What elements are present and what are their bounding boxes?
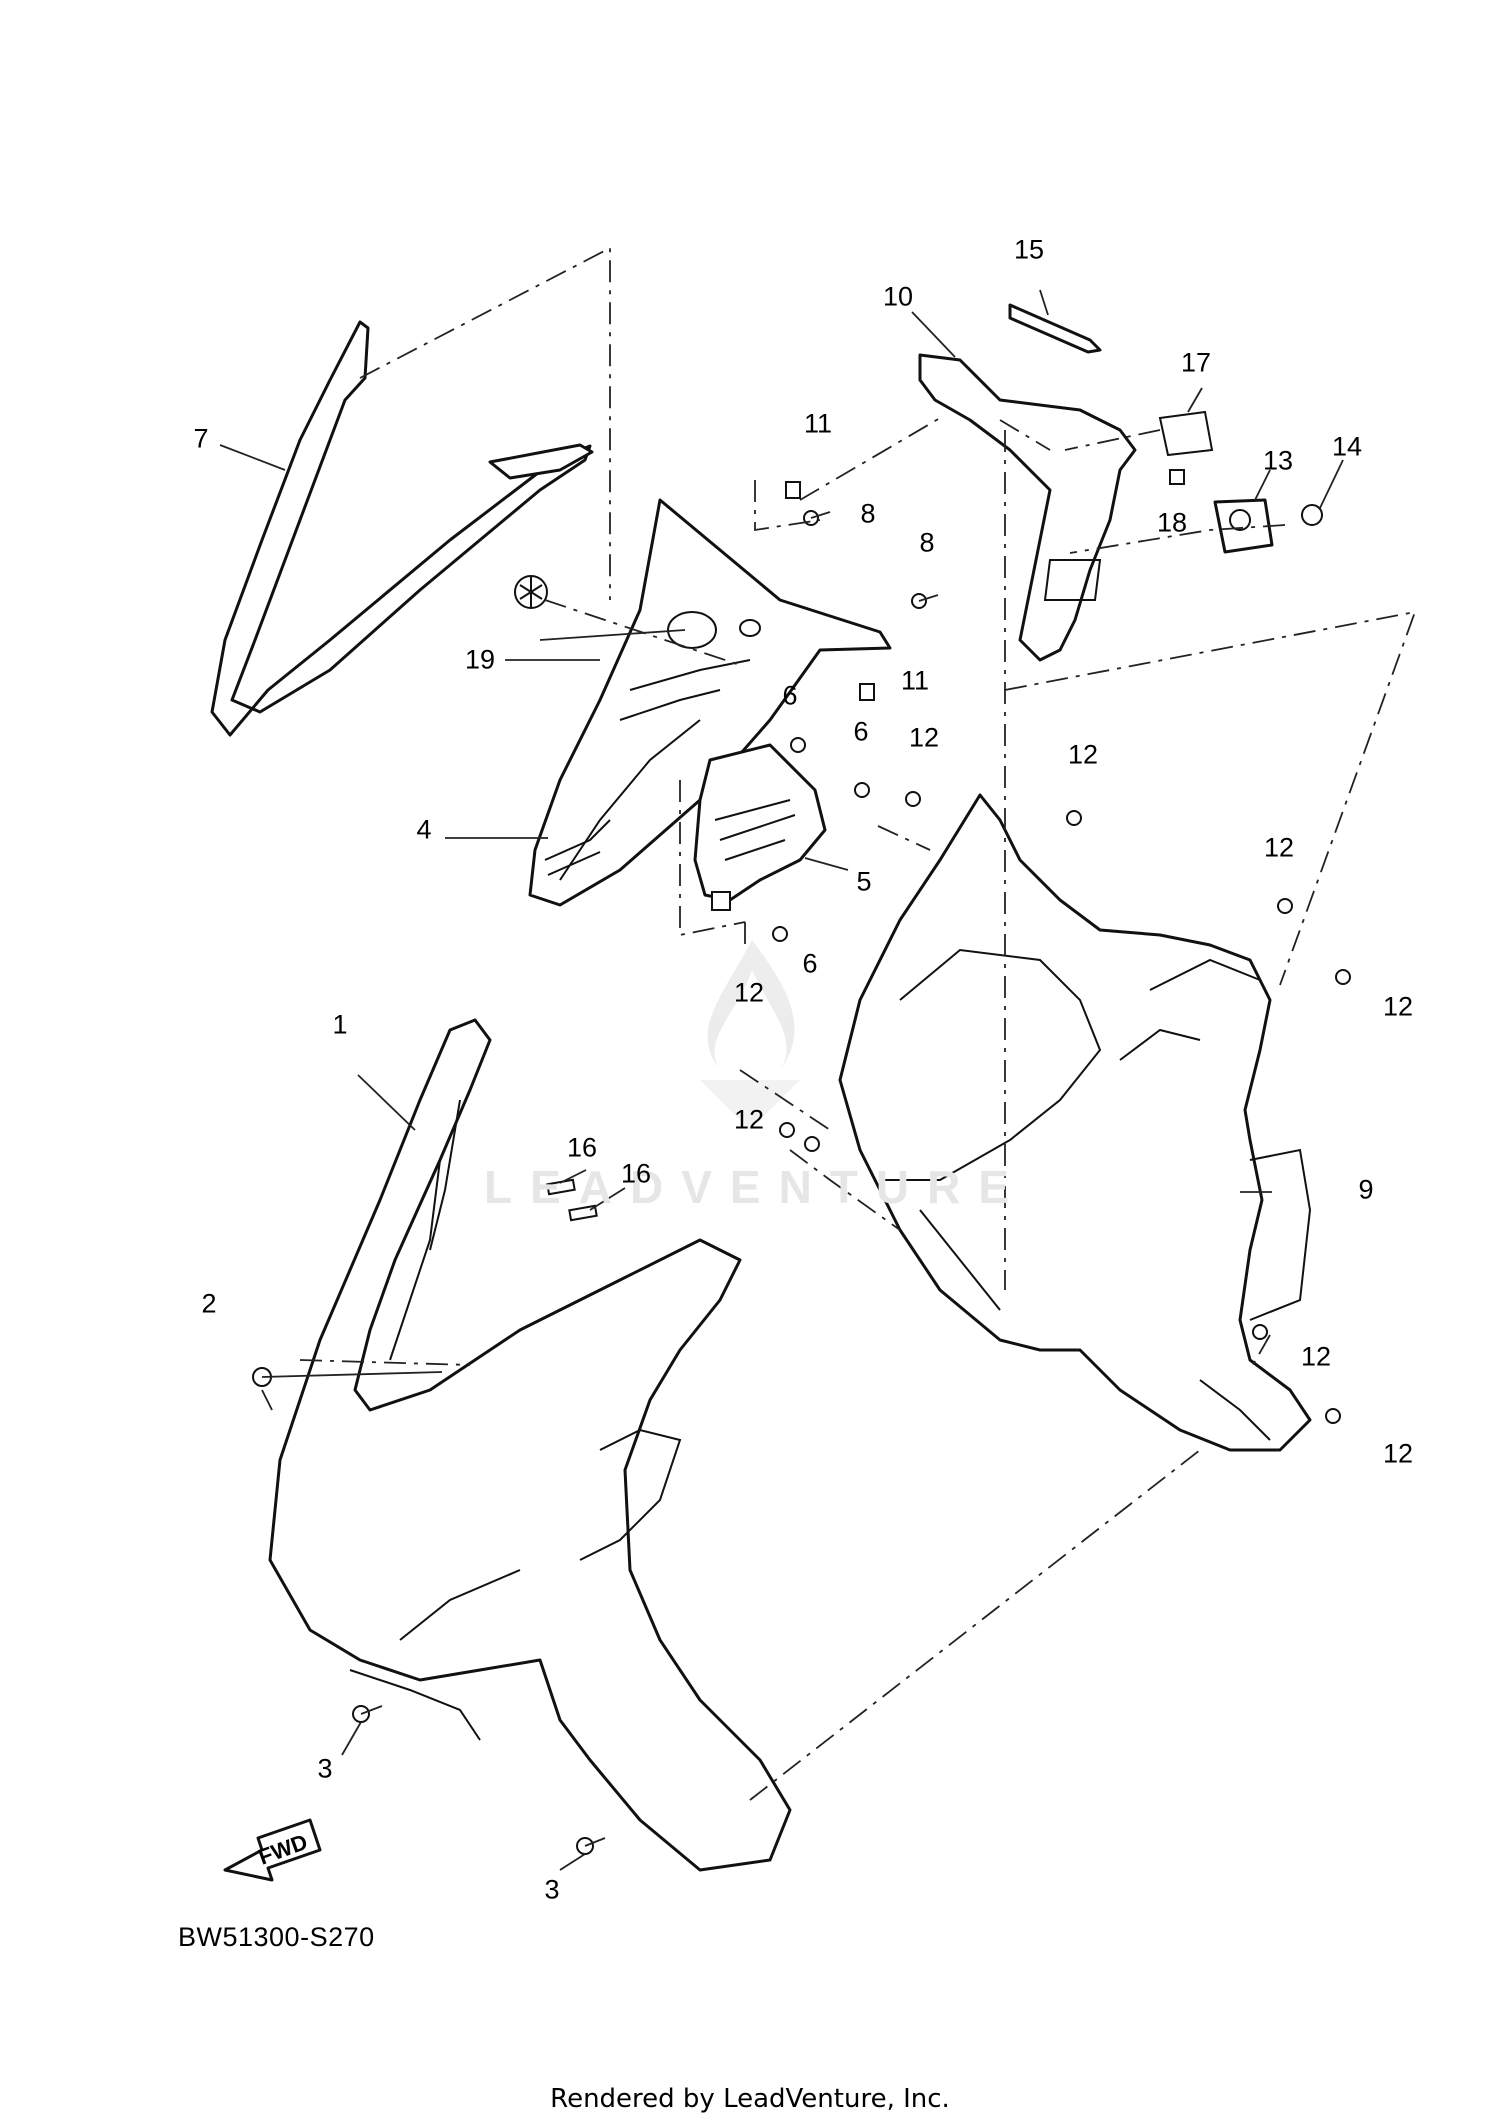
part-1-front-cover	[268, 1018, 792, 1872]
callout-10: 10	[882, 281, 914, 312]
callout-16a: 16	[566, 1132, 598, 1163]
part-7-side-trim	[210, 320, 594, 737]
callout-6c: 6	[802, 948, 818, 979]
callout-5: 5	[856, 866, 872, 897]
callout-13: 13	[1262, 445, 1294, 476]
callout-15: 15	[1013, 234, 1045, 265]
leader-lines	[219, 289, 1344, 1871]
callout-12h: 12	[1382, 1438, 1414, 1469]
callout-12a: 12	[908, 722, 940, 753]
part-13-switch	[1213, 498, 1323, 554]
callout-11b: 11	[900, 665, 930, 696]
callout-9: 9	[1358, 1174, 1374, 1205]
callout-6b: 6	[853, 716, 869, 747]
callout-8a: 8	[860, 498, 876, 529]
callout-12d: 12	[1382, 991, 1414, 1022]
render-credit: Rendered by LeadVenture, Inc.	[550, 2084, 950, 2114]
part-4-front-panel	[528, 498, 892, 907]
callout-4: 4	[416, 814, 432, 845]
callout-11a: 11	[803, 408, 833, 439]
callout-3b: 3	[544, 1874, 560, 1905]
callout-12g: 12	[1300, 1341, 1332, 1372]
part-9-leg-shield	[838, 793, 1312, 1452]
callout-3a: 3	[317, 1753, 333, 1784]
callout-1: 1	[332, 1009, 348, 1040]
callout-14: 14	[1331, 431, 1363, 462]
callout-12e: 12	[733, 977, 765, 1008]
fwd-arrow: FWD	[223, 1818, 322, 1882]
callout-2: 2	[201, 1288, 217, 1319]
callout-19: 19	[464, 644, 496, 675]
callout-18: 18	[1156, 507, 1188, 538]
callout-17: 17	[1180, 347, 1212, 378]
callout-6a: 6	[782, 680, 798, 711]
callout-16b: 16	[620, 1158, 652, 1189]
part-17-label	[1158, 410, 1214, 485]
watermark-text: LEADVENTURE	[484, 1161, 1028, 1213]
callout-8b: 8	[919, 527, 935, 558]
part-10-upper-lid	[918, 303, 1137, 662]
callout-12c: 12	[1263, 832, 1295, 863]
reference-lines	[299, 246, 1417, 1801]
callout-7: 7	[193, 423, 209, 454]
part-5-bracket	[693, 743, 827, 911]
diagram-code: BW51300-S270	[178, 1922, 375, 1952]
screws	[252, 481, 1351, 1855]
part-19-grommet	[514, 575, 548, 609]
watermark-logo	[700, 940, 800, 1130]
callout-12f: 12	[733, 1104, 765, 1135]
part-16-clips	[546, 1178, 598, 1222]
callout-12b: 12	[1067, 739, 1099, 770]
